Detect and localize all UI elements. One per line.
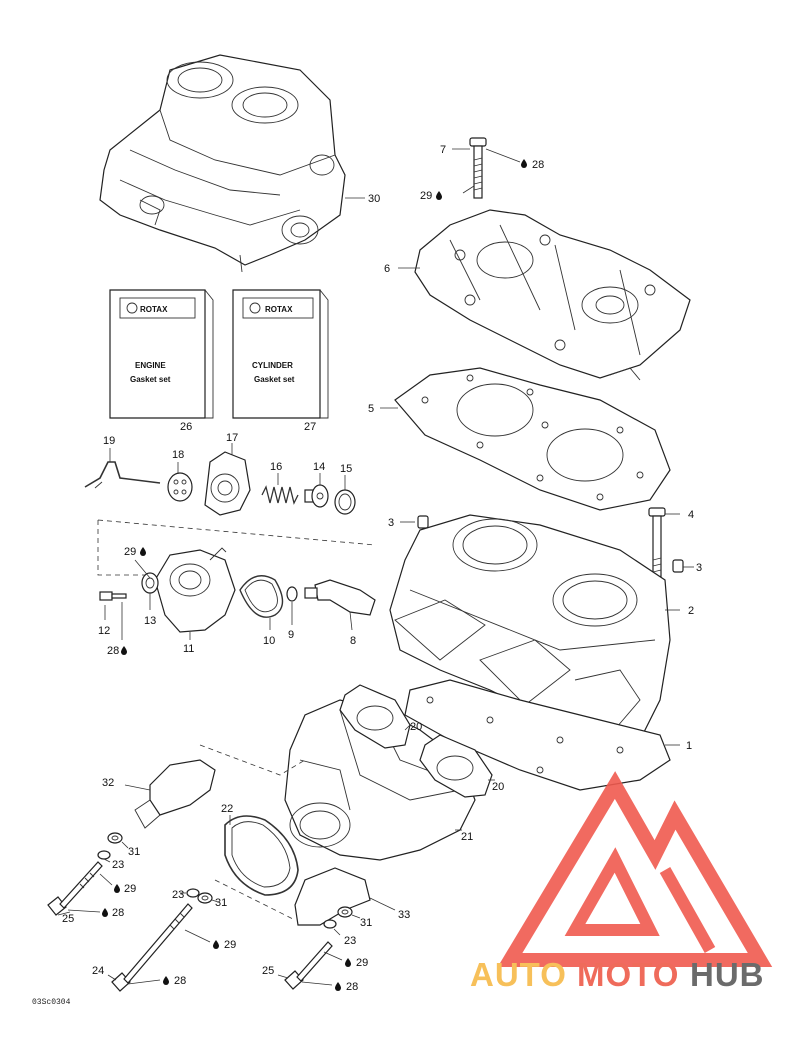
ring-15 bbox=[334, 489, 356, 515]
engine-box-brand: ROTAX bbox=[140, 305, 168, 314]
cap-18 bbox=[167, 472, 193, 502]
automotohub-logo-icon bbox=[497, 771, 773, 967]
nut-23c bbox=[323, 919, 337, 929]
o-ring-22 bbox=[224, 815, 299, 896]
watermark-hub: HUB bbox=[690, 956, 765, 993]
seal-13 bbox=[141, 572, 159, 594]
callout-30: 30 bbox=[368, 193, 380, 205]
engine-box-line2: Gasket set bbox=[130, 375, 171, 384]
callout-20: 20 bbox=[410, 721, 422, 733]
water-pump-housing bbox=[154, 547, 236, 633]
callout-18: 18 bbox=[172, 449, 184, 461]
cylinder-gasket-set-box bbox=[232, 289, 329, 419]
figure-code: 03Sc0304 bbox=[32, 998, 71, 1007]
washer-31a bbox=[107, 832, 123, 844]
long-bolt-25b bbox=[284, 941, 333, 990]
callout-13: 13 bbox=[144, 615, 156, 627]
engine-gasket-set-box bbox=[109, 289, 214, 419]
callout-6: 6 bbox=[384, 263, 390, 275]
callout-32: 32 bbox=[102, 777, 114, 789]
callout-22: 22 bbox=[221, 803, 233, 815]
callout-25: 25 bbox=[62, 913, 74, 925]
thermostat-14 bbox=[304, 484, 329, 508]
callout-28: 28 bbox=[112, 907, 124, 919]
flange-gasket-bottom bbox=[419, 734, 493, 798]
callout-29: 29 bbox=[224, 939, 236, 951]
callout-29: 29 bbox=[124, 883, 136, 895]
callout-28: 28 bbox=[107, 645, 119, 657]
callout-20: 20 bbox=[492, 781, 504, 793]
callout-9: 9 bbox=[288, 629, 294, 641]
dowel-pin bbox=[417, 515, 429, 529]
nut-23a bbox=[97, 850, 111, 860]
cylinder-head bbox=[414, 209, 691, 381]
spring-16 bbox=[261, 485, 299, 505]
dowel-pin-right bbox=[672, 559, 684, 573]
callout-10: 10 bbox=[263, 635, 275, 647]
cylinder-box-line2: Gasket set bbox=[254, 375, 295, 384]
flange-gasket-top bbox=[339, 684, 411, 749]
callout-21: 21 bbox=[461, 831, 473, 843]
crankcase-assembly bbox=[99, 54, 346, 273]
callout-3: 3 bbox=[388, 517, 394, 529]
callout-25: 25 bbox=[262, 965, 274, 977]
callout-27: 27 bbox=[304, 421, 316, 433]
callout-29: 29 bbox=[420, 190, 432, 202]
callout-31: 31 bbox=[360, 917, 372, 929]
engine-box-line1: ENGINE bbox=[135, 361, 166, 370]
callout-26: 26 bbox=[180, 421, 192, 433]
housing-cover-17 bbox=[204, 451, 251, 516]
screw-12 bbox=[99, 591, 127, 601]
callout-17: 17 bbox=[226, 432, 238, 444]
nut-23b bbox=[186, 888, 200, 898]
support-bracket-32 bbox=[134, 759, 216, 829]
callout-15: 15 bbox=[340, 463, 352, 475]
washer-31c bbox=[337, 906, 353, 918]
support-bracket-33 bbox=[294, 867, 371, 926]
long-bolt-25a bbox=[47, 861, 103, 916]
callout-7: 7 bbox=[440, 144, 446, 156]
callout-23: 23 bbox=[172, 889, 184, 901]
callout-29: 29 bbox=[356, 957, 368, 969]
callout-5: 5 bbox=[368, 403, 374, 415]
washer-31b bbox=[197, 892, 213, 904]
callout-1: 1 bbox=[686, 740, 692, 752]
callout-28: 28 bbox=[532, 159, 544, 171]
watermark-auto: AUTO bbox=[470, 956, 567, 993]
callout-23: 23 bbox=[112, 859, 124, 871]
head-gasket bbox=[394, 367, 671, 511]
callout-23: 23 bbox=[344, 935, 356, 947]
spring-clip bbox=[84, 461, 161, 489]
callout-3: 3 bbox=[696, 562, 702, 574]
watermark-moto: MOTO bbox=[577, 956, 679, 993]
loctite-drop-icon bbox=[102, 159, 527, 991]
callout-31: 31 bbox=[215, 897, 227, 909]
callout-12: 12 bbox=[98, 625, 110, 637]
cylinder-box-line1: CYLINDER bbox=[252, 361, 293, 370]
callout-24: 24 bbox=[92, 965, 104, 977]
callout-11: 11 bbox=[183, 643, 194, 655]
ring-9 bbox=[286, 586, 298, 602]
long-bolt-24 bbox=[111, 903, 193, 992]
callout-19: 19 bbox=[103, 435, 115, 447]
callout-33: 33 bbox=[398, 909, 410, 921]
o-ring-10 bbox=[239, 575, 284, 618]
callout-14: 14 bbox=[313, 461, 325, 473]
callout-4: 4 bbox=[688, 509, 694, 521]
callout-28: 28 bbox=[346, 981, 358, 993]
callout-31: 31 bbox=[128, 846, 140, 858]
callout-8: 8 bbox=[350, 635, 356, 647]
elbow-8 bbox=[304, 579, 376, 616]
bolt-7 bbox=[469, 137, 487, 199]
cylinder-box-brand: ROTAX bbox=[265, 305, 293, 314]
callout-29: 29 bbox=[124, 546, 136, 558]
callout-28: 28 bbox=[174, 975, 186, 987]
callout-2: 2 bbox=[688, 605, 694, 617]
callout-16: 16 bbox=[270, 461, 282, 473]
